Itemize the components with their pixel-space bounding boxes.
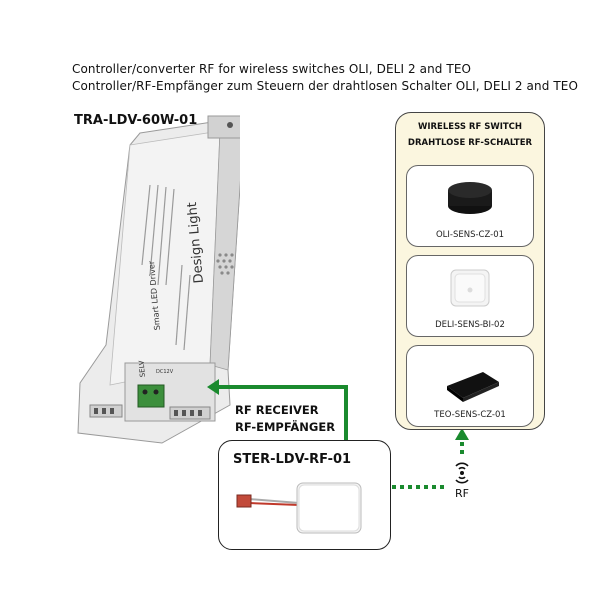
- connection-arrowhead: [207, 379, 219, 395]
- switch-card-teo: TEO-SENS-CZ-01: [406, 345, 534, 427]
- header-line-english: Controller/converter RF for wireless swi…: [72, 62, 472, 76]
- switch-label: OLI-SENS-CZ-01: [435, 230, 505, 240]
- switch-card-deli: DELI-SENS-BI-02: [406, 255, 534, 337]
- rf-label: RF: [455, 487, 469, 500]
- rf-arrowhead: [455, 428, 469, 440]
- rf-signal-icon: [455, 462, 469, 484]
- panel-title-en: WIRELESS RF SWITCH: [417, 122, 523, 132]
- led-driver-image: Design Light Smart LED Driver SELV DC12V: [77, 115, 240, 444]
- wireless-switch-panel: WIRELESS RF SWITCH DRAHTLOSE RF-SCHALTER…: [395, 112, 545, 430]
- receiver-model: STER-LDV-RF-01: [233, 452, 352, 467]
- switch-card-oli: OLI-SENS-CZ-01: [406, 165, 534, 247]
- deli-switch-image: [450, 269, 490, 307]
- receiver-box: STER-LDV-RF-01: [218, 440, 391, 550]
- header-line-german: Controller/RF-Empfänger zum Steuern der …: [72, 79, 578, 93]
- switch-label: DELI-SENS-BI-02: [435, 320, 505, 330]
- driver-dc-label: DC12V: [156, 369, 174, 375]
- driver-selv: SELV: [138, 360, 147, 378]
- oli-switch-image: [448, 182, 492, 214]
- connection-arrow-line: [219, 385, 348, 440]
- switch-label: TEO-SENS-CZ-01: [434, 410, 506, 420]
- receiver-label-de: RF-EMPFÄNGER: [235, 420, 336, 434]
- driver-model: TRA-LDV-60W-01: [74, 113, 198, 128]
- panel-title-de: DRAHTLOSE RF-SCHALTER: [407, 138, 533, 148]
- teo-switch-image: [447, 372, 499, 402]
- receiver-label-en: RF RECEIVER: [235, 403, 319, 417]
- driver-brand: Design Light: [185, 201, 207, 283]
- receiver-device-image: [236, 482, 362, 534]
